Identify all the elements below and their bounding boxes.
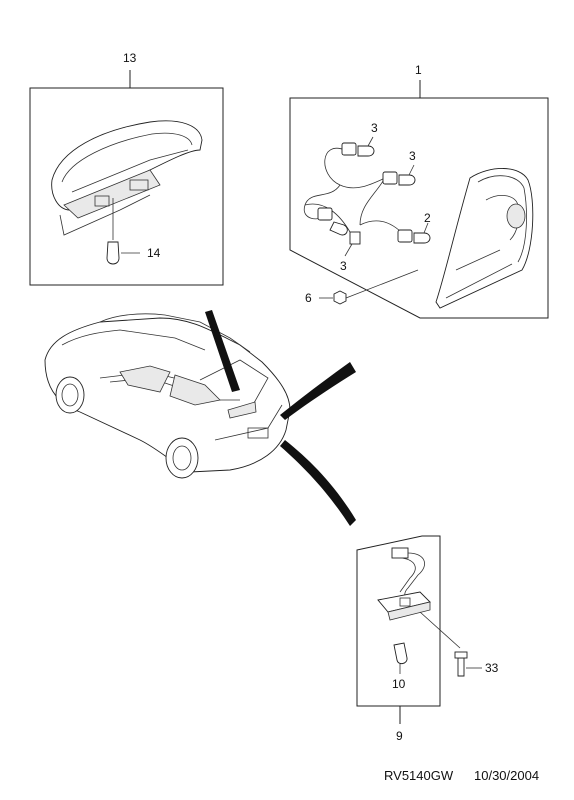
bulb-socket-3a-icon: [341, 142, 375, 157]
bulb-socket-3c-icon: [317, 207, 348, 236]
wedge-bulb-14-icon: [106, 241, 120, 265]
callout-10: 10: [392, 677, 406, 691]
callout-9: 9: [396, 729, 403, 743]
box-9-outline: [356, 535, 441, 707]
callout-3b: 3: [409, 149, 416, 163]
callout-6: 6: [305, 291, 312, 305]
callout-14: 14: [147, 246, 161, 260]
box-1-outline: [289, 97, 549, 319]
bulb-socket-2-icon: [397, 229, 431, 244]
high-mount-stop-lamp-group: 14 13: [29, 51, 224, 286]
diagram-code: RV5140GW: [384, 768, 454, 783]
nut-6-icon: [333, 290, 347, 305]
callout-3c: 3: [340, 259, 347, 273]
license-lamp-connector-icon: [391, 547, 409, 559]
rear-wheel-icon: [165, 437, 199, 479]
callout-33: 33: [485, 661, 499, 675]
sedan-car-illustration: [44, 313, 291, 479]
callout-2: 2: [424, 211, 431, 225]
license-plate-area: [247, 427, 269, 439]
bulb-socket-3b-icon: [382, 171, 416, 186]
license-lamp-group: 9 10 33: [356, 535, 499, 743]
front-wheel-icon: [55, 376, 85, 414]
pointer-wedge-tail-lamp: [280, 362, 356, 420]
stop-lamp-housing-icon: [51, 120, 203, 211]
callout-13: 13: [123, 51, 137, 65]
diagram-date: 10/30/2004: [474, 768, 539, 783]
screw-33-icon: [457, 657, 465, 677]
rear-combination-lamp-group: 1: [289, 63, 549, 319]
stop-lamp-base: [63, 169, 161, 219]
callout-1: 1: [415, 63, 422, 77]
tail-lamp-lens-icon: [435, 168, 534, 309]
harness-connector-icon: [349, 231, 361, 245]
pointer-wedge-stop-lamp: [205, 310, 240, 392]
wedge-bulb-10-icon: [393, 642, 408, 665]
pointer-wedge-license-lamp: [280, 440, 356, 526]
callout-3a: 3: [371, 121, 378, 135]
